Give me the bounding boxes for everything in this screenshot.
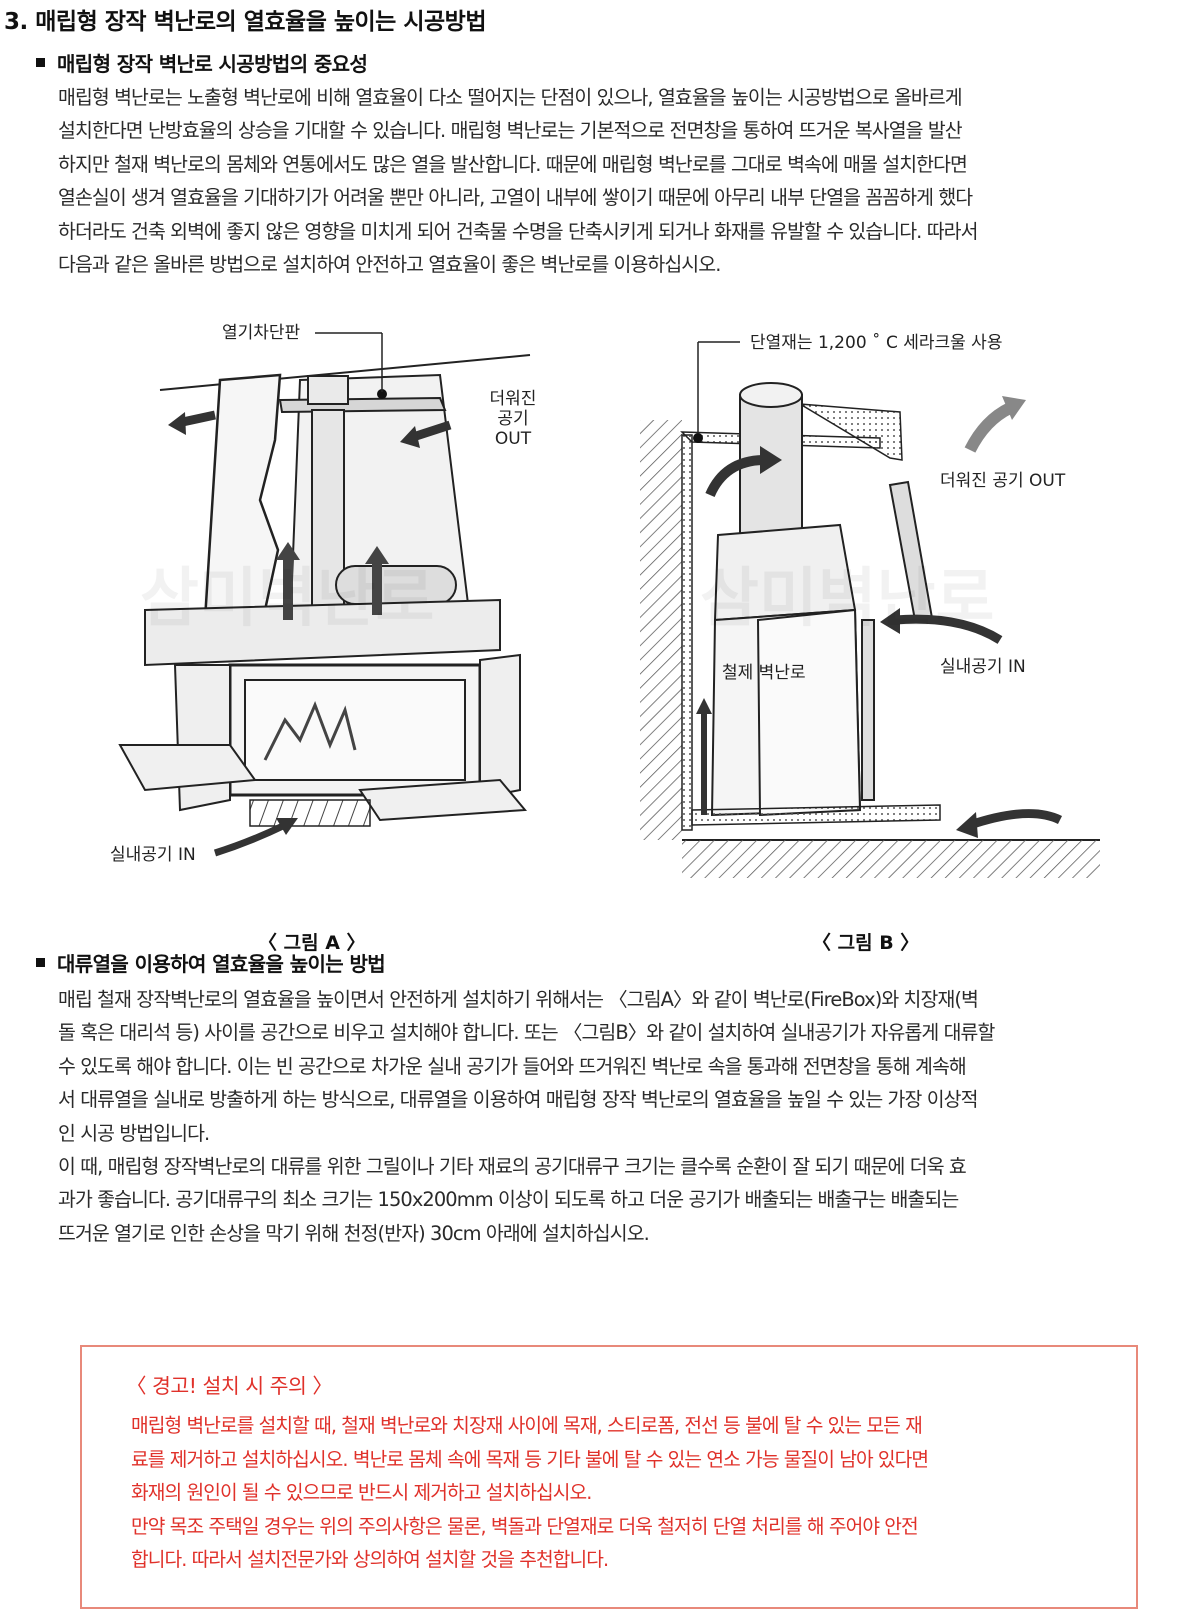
floor-air-in-arrow [968,809,1063,830]
body-line: 하지만 철재 벽난로의 몸체와 연통에서도 많은 열을 발산합니다. 때문에 매… [58,152,968,176]
figure-a-caption: 〈 그림 A 〉 [258,932,366,954]
label-hot-air-out-2: 공기 [497,409,528,429]
warning-line: 료를 제거하고 설치하십시오. 벽난로 몸체 속에 목재 등 기타 불에 탈 수… [131,1447,929,1471]
body-line: 서 대류열을 실내로 방출하게 하는 방식으로, 대류열을 이용하여 매립형 장… [58,1088,978,1112]
warning-line: 만약 목조 주택일 경우는 위의 주의사항은 물론, 벽돌과 단열재로 더욱 철… [131,1514,919,1538]
flame-lines [263,700,357,761]
firebox-door [861,619,875,801]
figure-b-caption: 〈 그림 B 〉 [812,932,920,954]
section-convection-body: 매립 철재 장작벽난로의 열효율을 높이면서 안전하게 설치하기 위해서는 〈그… [58,983,1183,1250]
body-line: 설치한다면 난방효율의 상승을 기대할 수 있습니다. 매립형 벽난로는 기본적… [58,119,963,143]
rising-air-arrow [705,455,766,498]
body-line: 수 있도록 해야 합니다. 이는 빈 공간으로 차가운 실내 공기가 들어와 뜨… [58,1054,967,1078]
label-hot-air-out-1: 더워진 [490,389,537,409]
section-heading-text: 대류열을 이용하여 열효율을 높이는 방법 [57,952,386,976]
hearth-left [118,744,257,792]
brick-grille [249,799,371,827]
label-heat-shield: 열기차단판 [222,323,301,343]
warning-line: 매립형 벽난로를 설치할 때, 철재 벽난로와 치장재 사이에 목재, 스티로폼… [131,1414,923,1437]
warning-box: 〈 경고! 설치 시 주의 〉 매립형 벽난로를 설치할 때, 철재 벽난로와 … [80,1345,1138,1609]
label-insulation: 단열재는 1,200 ˚ C 세라크울 사용 [750,332,1002,353]
section-heading-convection: 대류열을 이용하여 열효율을 높이는 방법 [36,948,386,977]
leader-dot [693,433,703,443]
body-line: 매립 철재 장작벽난로의 열효율을 높이면서 안전하게 설치하기 위해서는 〈그… [58,988,979,1011]
label-room-air-in: 실내공기 IN [110,845,196,865]
watermark: 삼미벽난로 [140,562,434,636]
hot-air-out-arrow [964,402,1013,453]
warning-body: 매립형 벽난로를 설치할 때, 철재 벽난로와 치장재 사이에 목재, 스티로폼… [131,1409,1121,1577]
section-heading-importance: 매립형 장작 벽난로 시공방법의 중요성 [36,48,368,77]
figure-b-diagram: 삼미벽난로 단열재는 1,200 ˚ C 세라크울 사용 더워진 공기 OUT … [640,332,1100,878]
label-hot-air-out-3: OUT [495,429,532,449]
body-line: 돌 혹은 대리석 등) 사이를 공간으로 비우고 설치해야 합니다. 또는 〈그… [58,1021,995,1045]
shelf-slab [799,403,903,461]
body-line: 열손실이 생겨 열효율을 기대하기가 어려울 뿐만 아니라, 고열이 내부에 쌓… [58,186,973,210]
body-line: 매립형 벽난로는 노출형 벽난로에 비해 열효율이 다소 떨어지는 단점이 있으… [58,86,963,109]
warning-title: 〈 경고! 설치 시 주의 〉 [126,1374,333,1398]
square-bullet-icon [36,958,45,967]
body-line: 인 시공 방법입니다. [58,1121,210,1145]
warning-line: 화재의 원인이 될 수 있으므로 반드시 제거하고 설치하십시오. [131,1481,592,1504]
right-pillar [479,653,521,800]
watermark: 삼미벽난로 [700,562,994,636]
warning-line: 합니다. 따라서 설치전문가와 상의하여 설치할 것을 추천합니다. [131,1548,609,1571]
section-heading-text: 매립형 장작 벽난로 시공방법의 중요성 [57,52,368,76]
hearth-right [358,778,528,822]
body-line: 과가 좋습니다. 공기대류구의 최소 크기는 150x200mm 이상이 되도록… [58,1188,959,1212]
figure-a-diagram: 삼미벽난로 열기차단판 더워진 공기 OUT 실내공기 IN [110,323,537,865]
floor-hatch [682,840,1100,878]
label-hot-air-out: 더워진 공기 OUT [940,471,1066,491]
body-line: 하더라도 건축 외벽에 좋지 않은 영향을 미치게 되어 건축물 수명을 단축시… [58,219,978,243]
room-air-in-arrow [894,614,1003,644]
page-title: 3. 매립형 장작 벽난로의 열효율을 높이는 시공방법 [4,9,487,35]
body-line: 다음과 같은 올바른 방법으로 설치하여 안전하고 열효율이 좋은 벽난로를 이… [58,253,721,277]
body-line: 뜨거운 열기로 인한 손상을 막기 위해 천정(반자) 30cm 아래에 설치하… [58,1221,650,1245]
floor-insulation [691,804,941,826]
heat-shield-plate [278,396,447,414]
wall-hatch [640,420,682,840]
square-bullet-icon [36,58,45,67]
left-pillar [173,664,231,812]
body-line: 이 때, 매립형 장작벽난로의 대류를 위한 그릴이나 기타 재료의 공기대류구… [58,1155,967,1179]
label-room-air-in: 실내공기 IN [940,657,1026,677]
cold-air-arrow [213,821,287,857]
flue-collar [307,375,349,405]
insulation-vertical [681,434,693,831]
firebox-glass [244,679,466,781]
firebox-front [756,608,862,817]
leader-dot [377,389,387,399]
section-importance-body: 매립형 벽난로는 노출형 벽난로에 비해 열효율이 다소 떨어지는 단점이 있으… [58,81,1183,281]
label-steel-firebox: 철제 벽난로 [722,663,806,683]
